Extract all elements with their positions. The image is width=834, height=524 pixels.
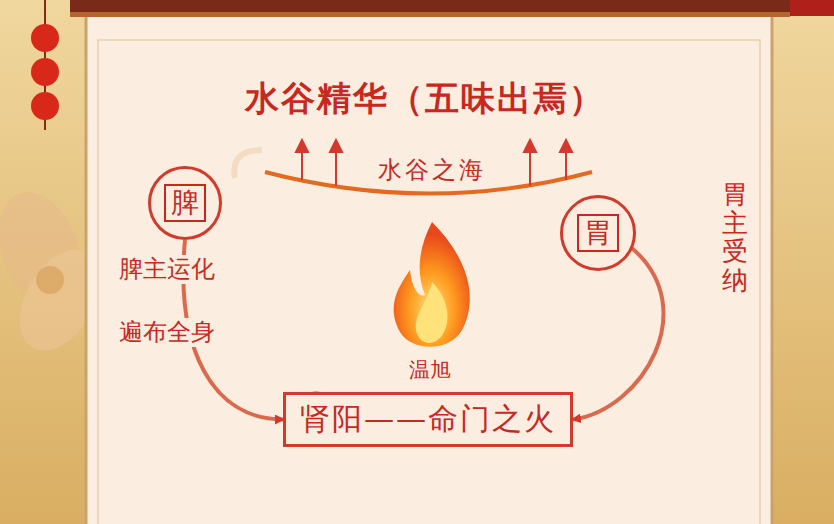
label: 脾主运化 bbox=[116, 255, 218, 284]
flame-illustration bbox=[394, 222, 470, 347]
label: 温旭 bbox=[409, 358, 451, 383]
curved-arrow bbox=[573, 248, 663, 419]
organ-circle: 胃 bbox=[560, 195, 636, 271]
label: 遍布全身 bbox=[116, 318, 218, 347]
label: 胃主受纳 bbox=[722, 180, 748, 294]
up-arrows bbox=[296, 140, 572, 186]
node-text: 肾阳——命门之火 bbox=[300, 399, 556, 440]
organ-circle: 脾 bbox=[148, 166, 222, 240]
lanterns bbox=[31, 0, 59, 130]
organ-box: 肾阳——命门之火 bbox=[283, 392, 573, 447]
node-text: 脾 bbox=[164, 184, 206, 223]
node-text: 胃 bbox=[577, 214, 619, 253]
label: 水谷之海 bbox=[375, 156, 489, 185]
title: 水谷精华（五味出焉） bbox=[245, 78, 605, 119]
